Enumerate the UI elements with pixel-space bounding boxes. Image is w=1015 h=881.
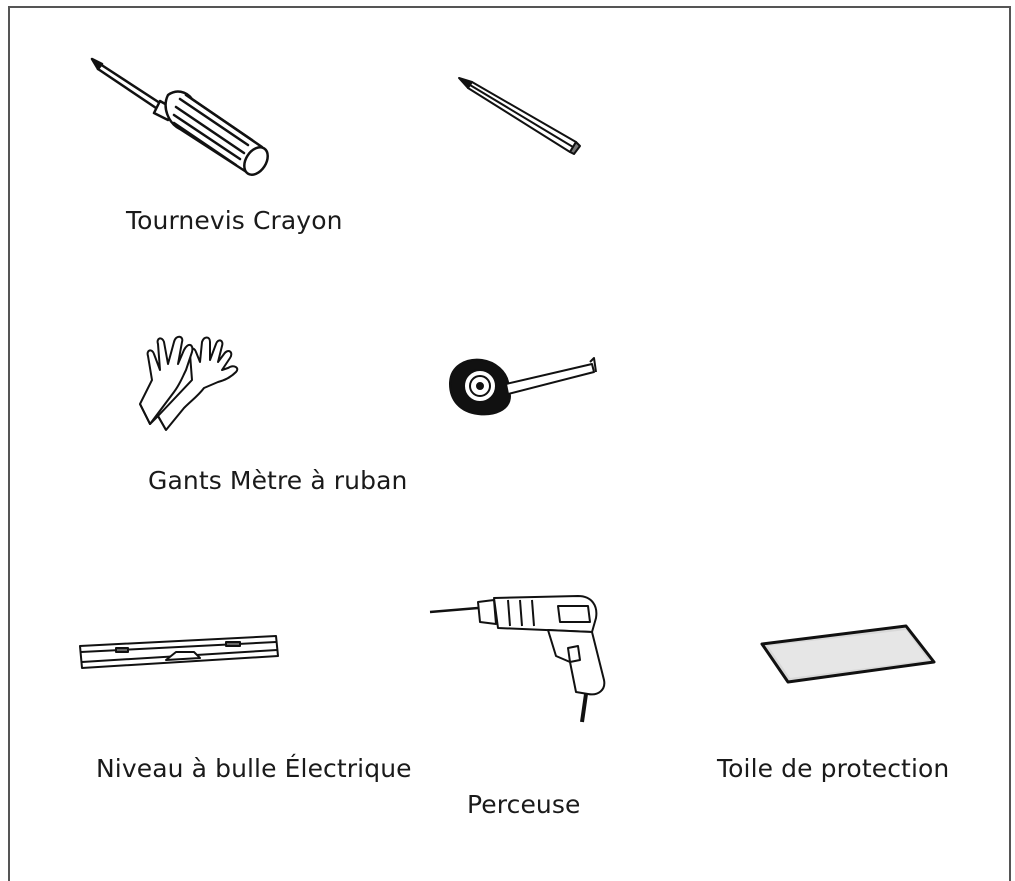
gloves-icon: [139, 335, 239, 431]
screwdriver-icon: [90, 57, 269, 176]
page-frame: [8, 6, 1011, 881]
pencil-icon: [458, 77, 581, 155]
tape-measure-icon: [449, 357, 597, 416]
label-drill: Perceuse: [467, 790, 581, 819]
label-drop-cloth: Toile de protection: [717, 754, 950, 783]
drop-cloth-icon: [760, 624, 936, 684]
label-screwdriver-pencil: Tournevis Crayon: [126, 206, 343, 235]
spirit-level-icon: [79, 635, 279, 669]
drill-icon: [429, 595, 606, 723]
label-gloves-tape: Gants Mètre à ruban: [148, 466, 408, 495]
label-level-electric: Niveau à bulle Électrique: [96, 754, 412, 783]
